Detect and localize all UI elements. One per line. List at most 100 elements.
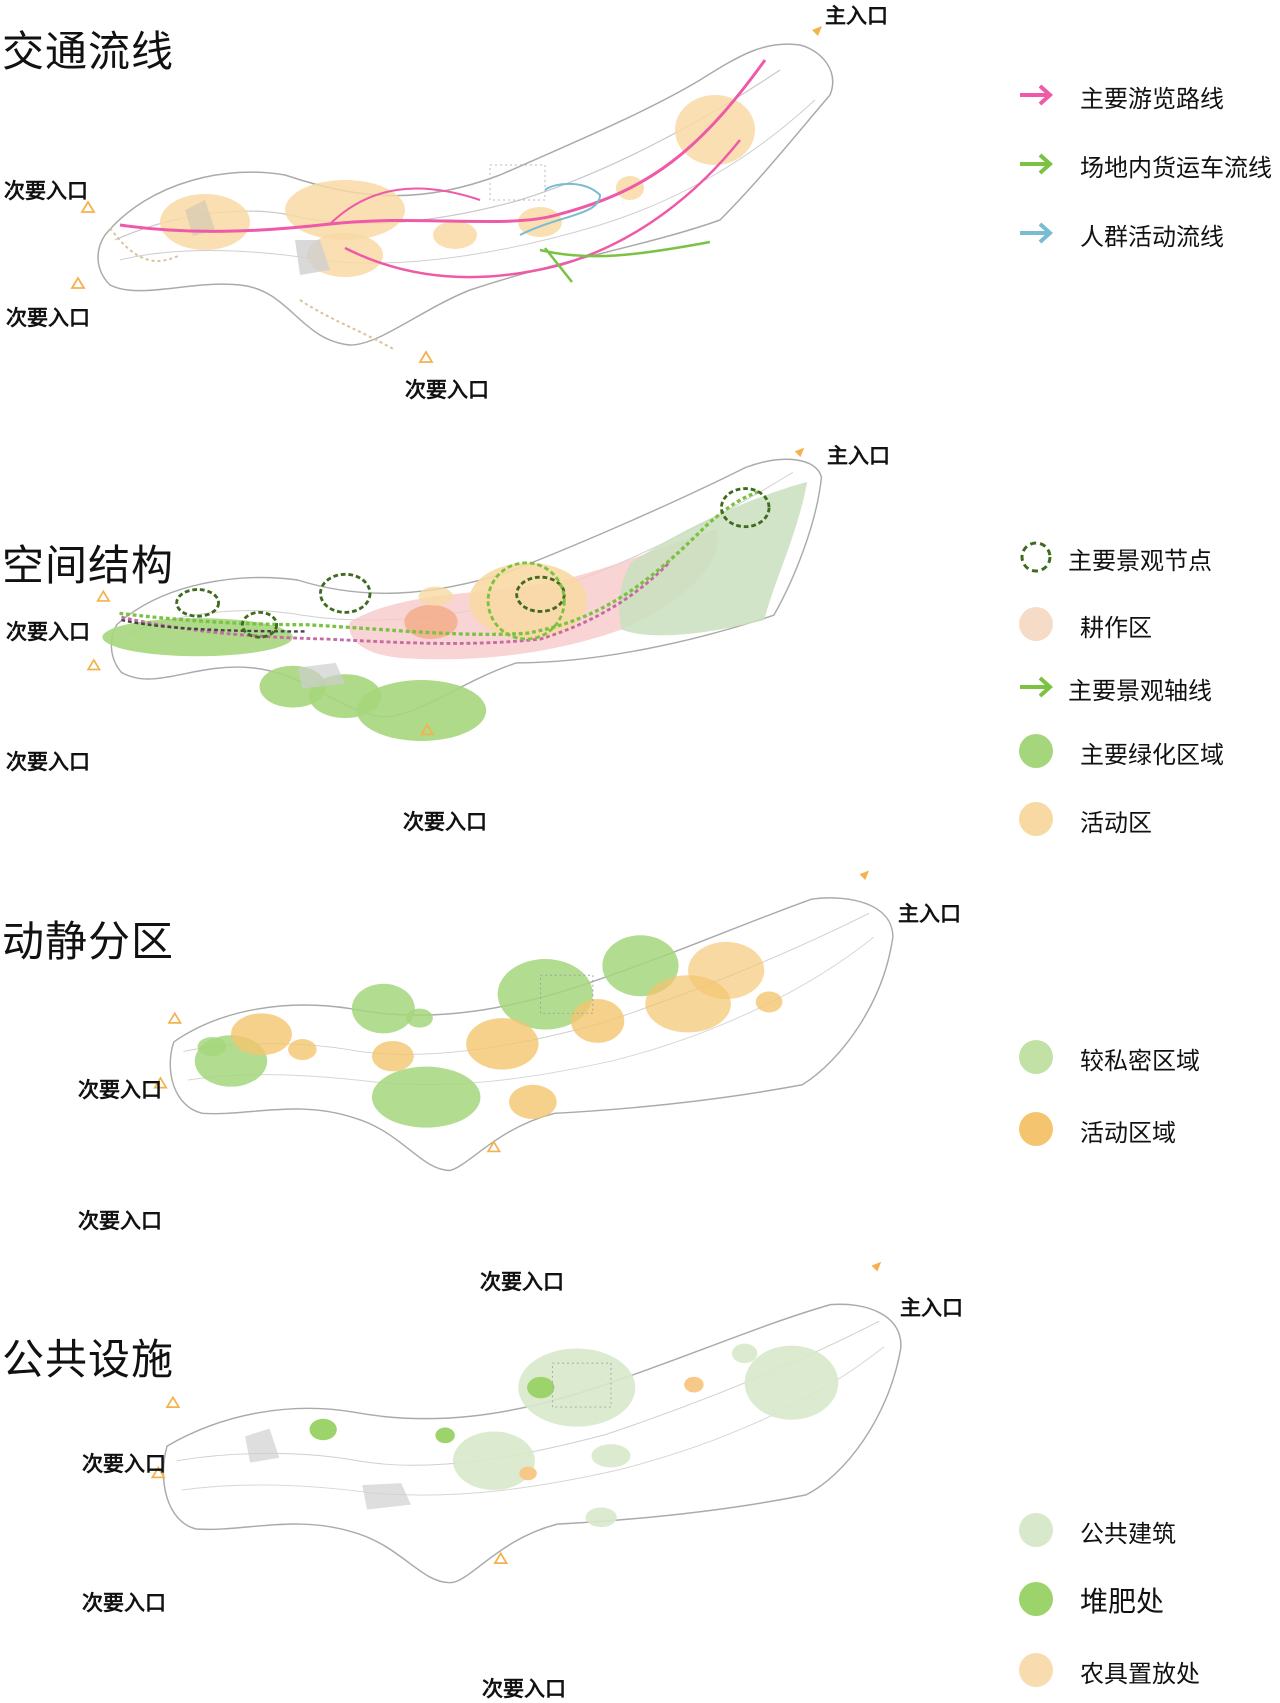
activity-zone (469, 562, 588, 640)
private-zone (197, 1037, 227, 1057)
activity-zone (466, 1018, 539, 1070)
hatched-area (295, 240, 330, 275)
tour-route-pink (119, 59, 767, 233)
main-gate-marker (794, 447, 805, 458)
activity-zone (418, 586, 453, 606)
green-zone (619, 481, 808, 636)
secondary-gate-marker (419, 723, 435, 736)
tool-storage (684, 1376, 704, 1393)
palegreen-dot-icon (1019, 1513, 1053, 1547)
secondary-gate-label: 次要入口 (405, 378, 489, 402)
legend-label: 场地内货运车流线 (1080, 154, 1272, 182)
freight-route-green (544, 247, 573, 283)
secondary-gate-marker (153, 1076, 168, 1089)
private-zone (371, 1066, 481, 1128)
legend-label: 主要游览路线 (1080, 85, 1224, 113)
tool-storage (519, 1466, 537, 1481)
main-gate-marker (871, 1261, 882, 1272)
pink-arrow-icon (1020, 84, 1053, 106)
secondary-gate-label: 次要入口 (78, 1209, 162, 1233)
site-plan-map (150, 1261, 902, 1584)
activity-zone (288, 1039, 317, 1060)
panel-title: 公共设施 (2, 1335, 175, 1384)
secondary-gate-marker (167, 1011, 182, 1024)
freight-route-green (539, 240, 711, 258)
panel-zoning: 动静分区 主入口 次要入口 次要入口 次要入口 (0, 870, 1280, 1300)
green-zone (356, 680, 487, 741)
private-zone (602, 935, 679, 997)
secondary-gate-label: 次要入口 (6, 306, 90, 330)
secondary-gate-marker (493, 1551, 509, 1565)
main-gate-label: 主入口 (900, 1296, 963, 1320)
green-dot-icon (1019, 734, 1053, 768)
secondary-gate-label: 次要入口 (78, 1078, 162, 1102)
tour-route-pink (329, 187, 481, 225)
blue-arrow-icon (1020, 222, 1053, 244)
hatched-area (185, 200, 215, 236)
secondary-gate-label: 次要入口 (403, 810, 487, 834)
activity-zone (404, 604, 458, 640)
legend-label: 主要景观节点 (1068, 547, 1212, 575)
site-inner-line (119, 99, 816, 264)
panel-title: 动静分区 (2, 917, 175, 966)
activity-zone (433, 221, 477, 249)
private-zone (406, 1008, 433, 1028)
legend-label: 人群活动流线 (1080, 223, 1224, 251)
activity-zone (755, 991, 783, 1013)
panel-traffic: 交通流线 主入口 次要入口 次要入口 次要入口 (0, 0, 1280, 402)
secondary-gate-label: 次要入口 (82, 1452, 166, 1476)
public-building (731, 1343, 758, 1364)
activity-zone (230, 1013, 292, 1056)
dashed-path (109, 227, 396, 351)
site-plan-map (70, 26, 834, 363)
building-grid (551, 1362, 612, 1408)
landscape-node (175, 588, 220, 618)
activity-zone (518, 207, 562, 237)
public-building (452, 1431, 535, 1490)
main-gate-label: 主入口 (898, 902, 961, 926)
compost-site (527, 1376, 555, 1399)
landscape-node (319, 572, 372, 614)
main-gate-label: 主入口 (827, 444, 890, 468)
public-building (591, 1444, 631, 1468)
site-plan-map (153, 870, 894, 1172)
private-zone (497, 959, 593, 1030)
activity-zone (285, 180, 405, 240)
green-zone (102, 618, 293, 657)
site-outline (162, 1303, 902, 1584)
orange-dot-icon (1019, 1112, 1053, 1146)
compost-site (309, 1418, 337, 1441)
activity-zone (371, 1040, 414, 1072)
crowd-route-blue (519, 182, 602, 236)
lightgreen-dot-icon (1019, 1040, 1053, 1074)
secondary-gate-marker (96, 589, 111, 602)
main-gate-label: 主入口 (825, 4, 888, 28)
green-dot-icon (1019, 1582, 1053, 1616)
secondary-gate-marker (150, 1465, 166, 1479)
panel-title: 空间结构 (2, 541, 175, 590)
activity-zone (509, 1084, 557, 1120)
orange-dot-icon (1019, 1653, 1053, 1687)
panel-title: 交通流线 (2, 27, 175, 76)
public-building (744, 1345, 839, 1420)
legend-label: 农具置放处 (1080, 1660, 1200, 1688)
salmon-dot-icon (1019, 607, 1053, 641)
green-arrow-icon (1020, 676, 1053, 698)
hatched-area (362, 1483, 411, 1510)
secondary-gate-label: 次要入口 (6, 750, 90, 774)
secondary-gate-marker (486, 1140, 502, 1153)
orange-dot-icon (1019, 802, 1053, 836)
secondary-gate-label: 次要入口 (82, 1591, 166, 1615)
hatched-area (297, 662, 346, 689)
landscape-axis-secondary (121, 561, 671, 645)
landscape-node-ring (486, 561, 566, 641)
secondary-gate-marker (80, 200, 96, 213)
secondary-gate-label: 次要入口 (4, 179, 88, 203)
legend-label: 主要景观轴线 (1068, 677, 1212, 705)
secondary-gate-marker (418, 350, 434, 363)
legend-label: 活动区域 (1080, 1119, 1176, 1147)
secondary-gate-label: 次要入口 (6, 620, 90, 644)
secondary-gate-marker (70, 276, 86, 289)
public-building (585, 1507, 617, 1528)
panel-space-structure: 空间结构 主入口 次要入口 次要入口 次要入口 (0, 420, 1280, 840)
